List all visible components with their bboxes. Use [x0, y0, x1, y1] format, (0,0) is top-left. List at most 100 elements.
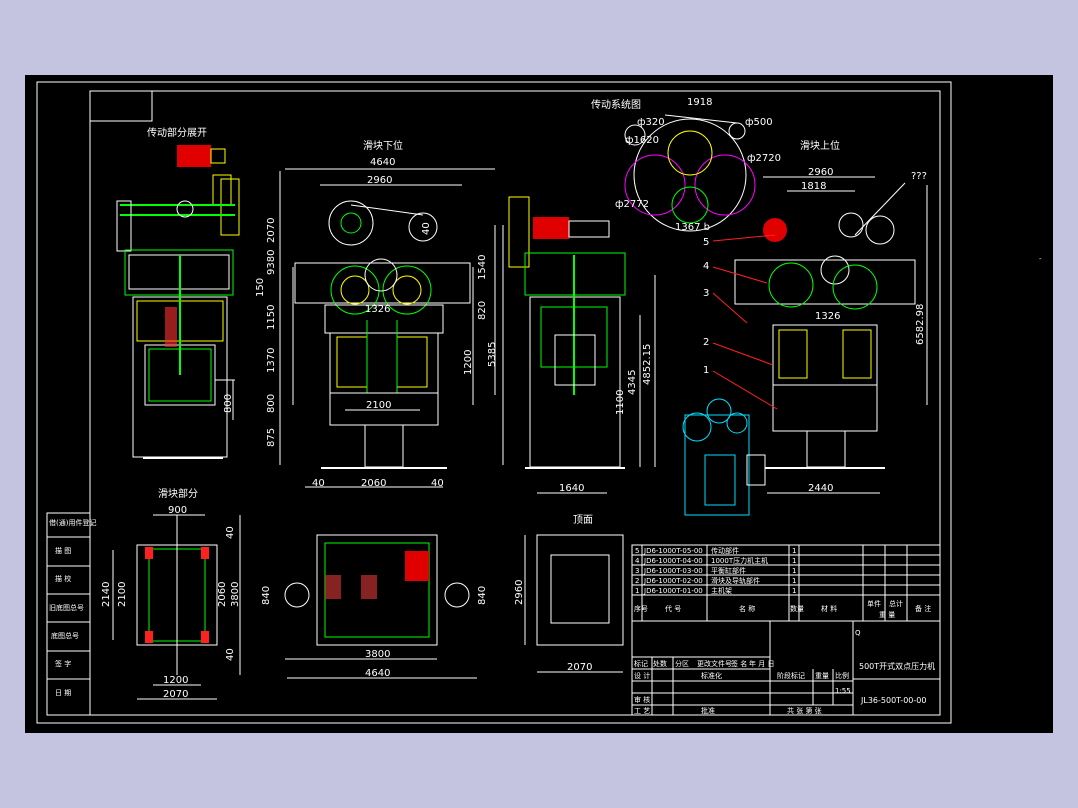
dim-1370: 1370	[266, 348, 277, 373]
header-name: 名 称	[739, 604, 755, 613]
dim-6582: 6582.98	[915, 304, 926, 345]
header-material: 材 料	[821, 604, 837, 613]
tb-mark: 标记	[634, 659, 648, 668]
header-qty: 数量	[790, 604, 804, 613]
dim-500: ф500	[745, 117, 773, 128]
tb-ratio: 比例	[835, 671, 849, 680]
dim-2100-slide: 2100	[117, 582, 128, 607]
strip-label: 描 图	[55, 546, 71, 555]
parts-cell-code: JD6-1000T-03-00	[643, 567, 703, 575]
dim-2070-slide: 2070	[163, 689, 188, 700]
dim-875: 875	[266, 428, 277, 447]
strip-label: 描 校	[55, 574, 71, 583]
dim-1918: 1918	[687, 97, 712, 108]
dim-5385: 5385	[487, 342, 498, 367]
callout-1: 1	[703, 365, 709, 376]
tb-count: 处数	[653, 659, 667, 668]
callout-3: 3	[703, 288, 709, 299]
tb-standardize: 标准化	[701, 671, 722, 680]
dim-1100: 1100	[615, 390, 626, 415]
drive-system-diagram: 传动系统图 1918 ф500 ф2720 1367 b ф2772 ф1620…	[591, 97, 781, 233]
drawing-number: JL36-500T-00-00	[860, 696, 926, 705]
tb-design: 设 计	[634, 671, 650, 680]
motor	[177, 145, 211, 167]
tb-q: Q	[855, 629, 861, 637]
view-title-slide-upper: 滑块上位	[800, 139, 840, 152]
dim-40a: 40	[225, 526, 236, 539]
cad-drawing-canvas: 借(通)用件登记 描 图 描 校 旧底图总号 底图总号 签 字 日 期 传动部分…	[25, 75, 1053, 733]
dim-1326-upper: 1326	[815, 311, 840, 322]
header-no: 序号	[634, 604, 648, 613]
dim-2060: 2060	[361, 478, 386, 489]
dim-1200: 1200	[463, 350, 474, 375]
parts-cell-name: 1000T压力机主机	[711, 556, 768, 565]
strip-label: 日 期	[55, 689, 71, 697]
dim-3800-slide: 3800	[230, 582, 241, 607]
side-dash: -	[1039, 255, 1042, 263]
parts-cell-code: JD6-1000T-04-00	[643, 557, 703, 565]
tb-change: 更改文件号	[697, 659, 732, 668]
parts-cell-no: 5	[635, 547, 639, 555]
callout-qqq: ???	[911, 171, 927, 182]
inner-border	[89, 90, 941, 716]
header-unit: 单件	[867, 599, 881, 608]
parts-cell-qty: 1	[792, 567, 796, 575]
dim-4345: 4345	[627, 370, 638, 395]
dim-4640-bottom: 4640	[365, 668, 390, 679]
cad-drawing: 借(通)用件登记 描 图 描 校 旧底图总号 底图总号 签 字 日 期 传动部分…	[36, 81, 1042, 724]
dim-2772: ф2772	[615, 199, 649, 210]
tb-approve: 批准	[701, 706, 715, 715]
parts-cell-code: JD6-1000T-05-00	[643, 547, 703, 555]
strip-label: 签 字	[55, 659, 71, 668]
side-view: 4345 4852.15 1100 1640	[508, 196, 656, 494]
isometric-view	[682, 398, 766, 516]
strip-label: 借(通)用件登记	[49, 518, 96, 527]
dim-1326-front: 1326	[365, 304, 390, 315]
tb-date: 年 月 日	[749, 659, 774, 668]
strip-label: 底图总号	[51, 631, 79, 640]
tb-weight: 重量	[815, 672, 829, 680]
parts-header: 序号 代 号 名 称 数量 材 料 单件 总计 重 量 备 注	[634, 599, 931, 619]
slide-part-view: 滑块部分 900 1200 2070 2140 2100 2060 3800 4…	[101, 487, 241, 700]
dim-4852: 4852.15	[642, 344, 653, 385]
dim-800-left: 800	[223, 394, 234, 413]
dim-1150: 1150	[266, 305, 277, 330]
dim-1367: 1367 b	[675, 222, 710, 233]
dim-1620: ф1620	[625, 135, 659, 146]
dim-2140: 2140	[101, 582, 112, 607]
dim-840a: 840	[261, 586, 272, 605]
drive-unfold-view: 传动部分展开 800	[116, 126, 240, 459]
tb-zone: 分区	[675, 659, 689, 668]
left-strip-table: 借(通)用件登记 描 图 描 校 旧底图总号 底图总号 签 字 日 期	[46, 512, 96, 716]
dim-4640-front: 4640	[370, 157, 395, 168]
parts-cell-qty: 1	[792, 587, 796, 595]
outer-border	[36, 81, 952, 724]
parts-cell-name: 平衡缸部件	[711, 566, 746, 575]
parts-cell-code: JD6-1000T-02-00	[643, 577, 703, 585]
title-block: 标记 处数 分区 更改文件号 签 名 年 月 日 设 计 标准化 审 核 工 艺…	[631, 620, 941, 716]
parts-cell-code: JD6-1000T-01-00	[643, 587, 703, 595]
dim-1818: 1818	[801, 181, 826, 192]
parts-cell-qty: 1	[792, 547, 796, 555]
callout-2: 2	[703, 337, 709, 348]
view-title-top: 顶面	[573, 514, 593, 526]
dim-150: 150	[255, 278, 266, 297]
front-view-slide-lower: 滑块下位 4640 2960 9380 2070 150 1150 1370 8…	[255, 139, 504, 489]
dim-2070: 2070	[266, 218, 277, 243]
dim-2100: 2100	[366, 400, 391, 411]
strip-label: 旧底图总号	[49, 603, 84, 612]
header-remark: 备 注	[915, 604, 931, 613]
dim-2060-slide: 2060	[217, 582, 228, 607]
view-title-slide-part: 滑块部分	[158, 487, 198, 500]
tb-sheets: 共 张 第 张	[787, 706, 822, 715]
dim-1540: 1540	[477, 255, 488, 280]
dim-right-40: 40	[431, 478, 444, 489]
dim-320: ф320	[637, 117, 665, 128]
parts-cell-no: 1	[635, 587, 639, 595]
dim-2960-top: 2960	[514, 580, 525, 605]
front-view-slide-upper: 滑块上位 2960 1818 1326 2440 6582.98 ??? 5 4…	[703, 139, 928, 494]
dim-1640: 1640	[559, 483, 584, 494]
bottom-plan-view: 3800 4640 840 840	[261, 534, 488, 679]
header-total: 总计	[889, 599, 903, 608]
